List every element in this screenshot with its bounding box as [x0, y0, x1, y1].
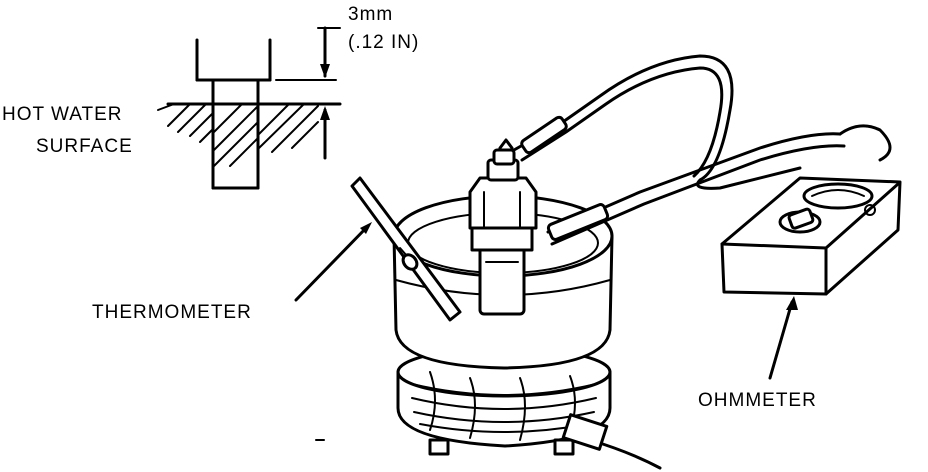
oxygen-sensor	[468, 138, 538, 316]
ohmmeter	[720, 176, 902, 296]
ohmmeter-arrow	[786, 296, 798, 310]
callouts	[294, 222, 798, 380]
water-hatching	[167, 103, 319, 167]
hot-water-label-line2: SURFACE	[36, 136, 133, 157]
ohmmeter-label: OHMMETER	[698, 390, 817, 411]
dimension-arrow-up	[320, 106, 330, 120]
test-leads	[512, 54, 892, 246]
dimension-in-label: (.12 IN)	[348, 32, 419, 53]
hot-water-label-line1: HOT WATER	[2, 104, 123, 125]
dimension-arrow-down	[320, 64, 330, 78]
power-plug	[561, 413, 609, 451]
thermometer	[350, 176, 462, 322]
dimension-mm-label: 3mm	[348, 4, 393, 25]
thermometer-label: THERMOMETER	[92, 302, 252, 323]
immersion-detail: 3mm (.12 IN) HOT WATER SURFACE	[2, 4, 419, 190]
thermometer-arrow	[360, 222, 372, 234]
